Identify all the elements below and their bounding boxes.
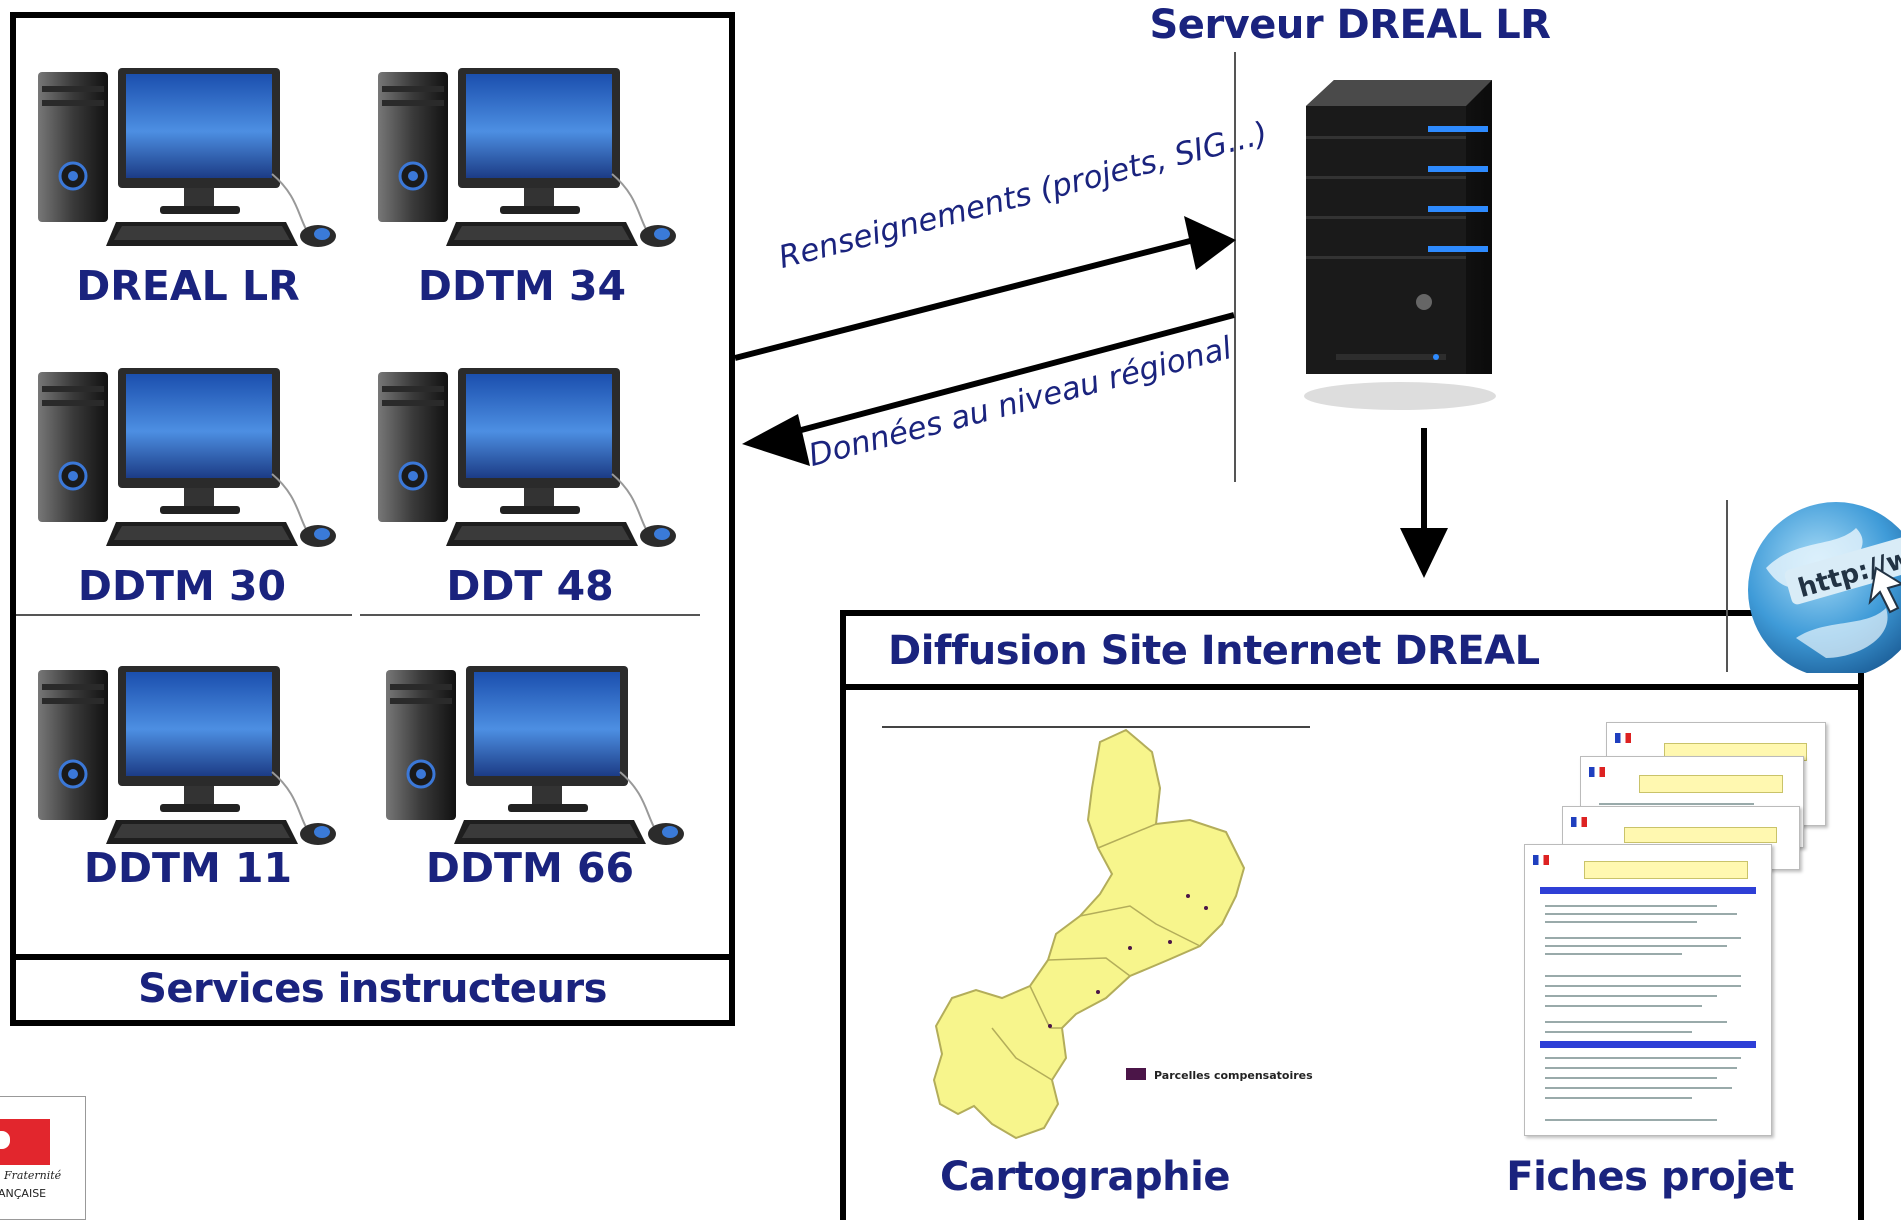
arrow-down-head [1400, 528, 1448, 578]
diffusion-content-box [840, 684, 1864, 1220]
computer-label: DDTM 11 [83, 844, 293, 892]
marianne-logo: Fraternité ANÇAISE [0, 1096, 86, 1220]
services-instructeurs-box [10, 12, 735, 1026]
computer-icon [384, 662, 694, 852]
server-title: Serveur DREAL LR [1149, 2, 1551, 48]
logo-line-2: ANÇAISE [0, 1187, 47, 1200]
services-footer-divider [10, 954, 735, 960]
computer-label: DDTM 34 [417, 262, 627, 310]
services-footer-label: Services instructeurs [138, 966, 607, 1012]
computer-label: DDTM 30 [77, 562, 287, 610]
computer-icon [376, 64, 686, 254]
map-caption: Cartographie [940, 1154, 1230, 1200]
arrow-label-to-server: Renseignements (projets, SIG...) [774, 115, 1272, 276]
region-map [932, 728, 1246, 1140]
server-icon [1304, 80, 1496, 410]
map-top-rule [882, 726, 1310, 728]
grid-divider [16, 614, 352, 616]
computer-icon [36, 662, 346, 852]
computer-icon [376, 364, 686, 554]
arrow-label-to-services: Données au niveau régional [804, 330, 1236, 474]
arrow-to-server-head [1184, 216, 1236, 270]
arrow-to-services-head [742, 414, 810, 466]
grid-divider [360, 614, 700, 616]
computer-label: DDTM 66 [425, 844, 635, 892]
project-sheet-front [1524, 844, 1772, 1136]
logo-flag-white [0, 1131, 10, 1149]
computer-label: DREAL LR [76, 262, 300, 310]
docs-caption: Fiches projet [1506, 1154, 1794, 1200]
server-separator-line [1234, 52, 1236, 482]
diffusion-title-right-divider [1726, 500, 1728, 672]
diffusion-title: Diffusion Site Internet DREAL [888, 628, 1540, 674]
map-legend-label: Parcelles compensatoires [1154, 1069, 1313, 1082]
computer-icon [36, 64, 346, 254]
logo-line-1: Fraternité [4, 1169, 62, 1182]
computer-label: DDT 48 [446, 562, 614, 610]
globe-icon: http://ww [1748, 502, 1901, 673]
computer-icon [36, 364, 346, 554]
